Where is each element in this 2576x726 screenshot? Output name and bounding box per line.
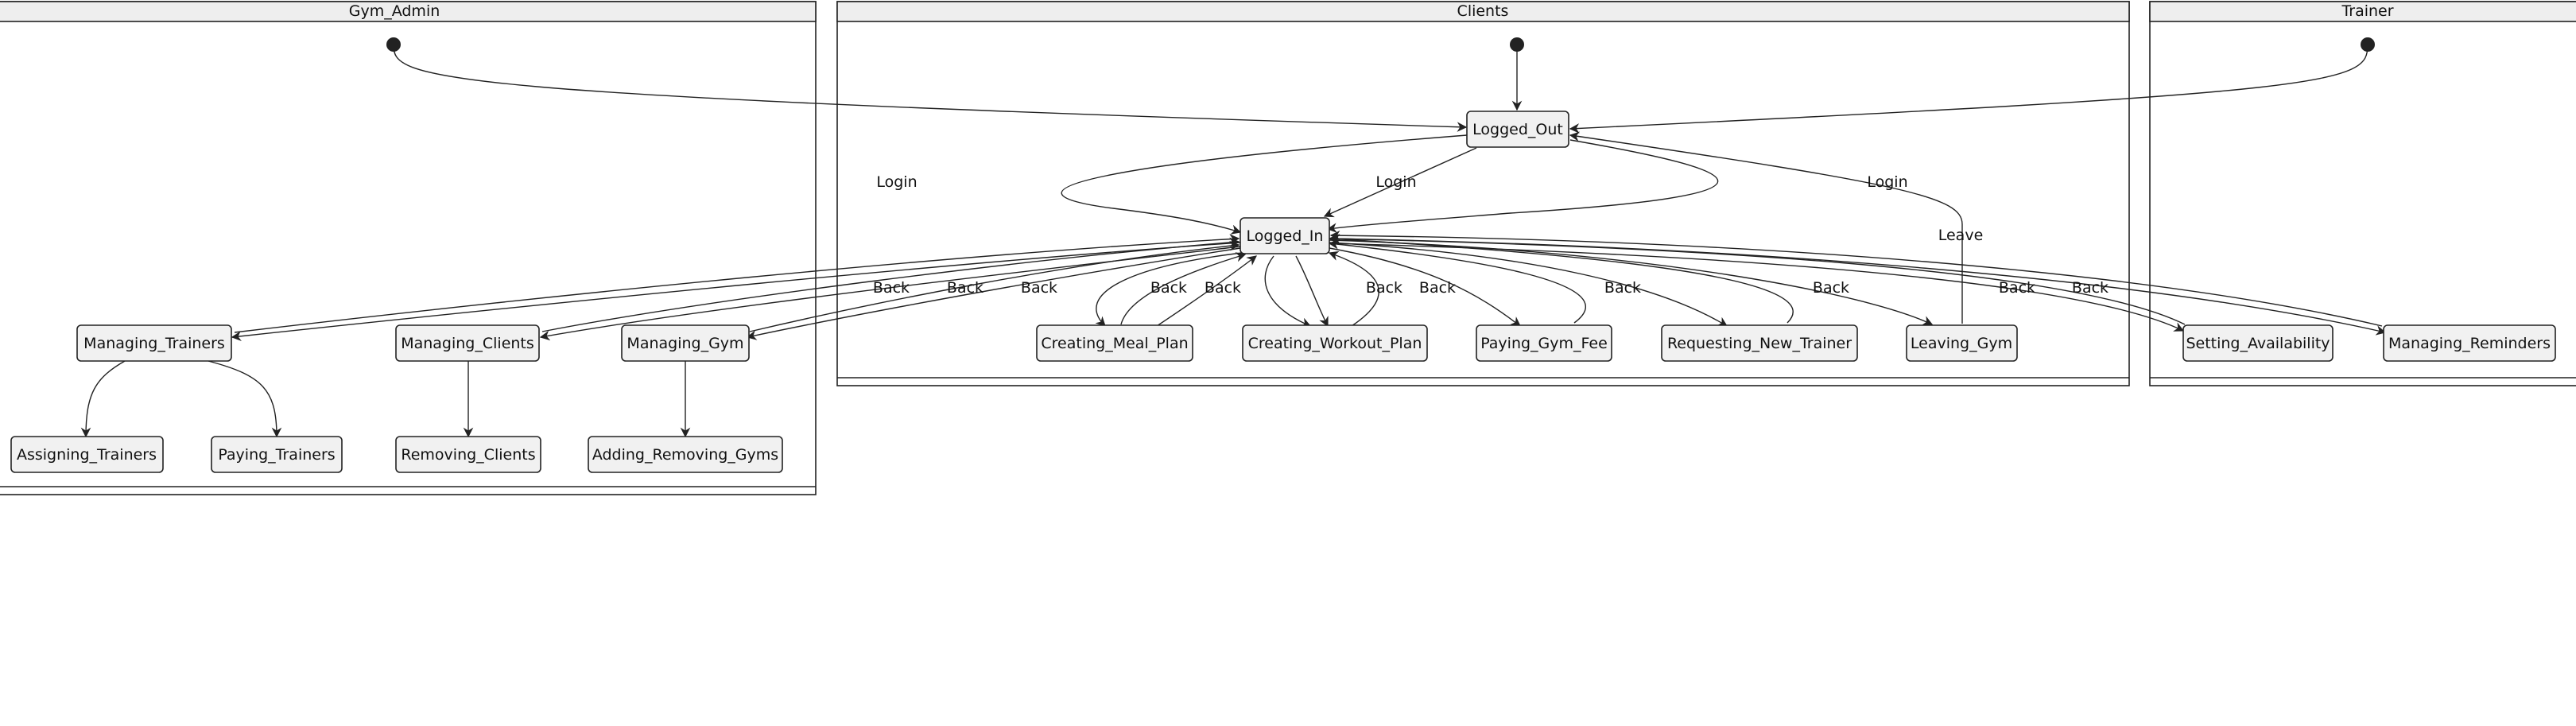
state-label: Paying_Trainers bbox=[218, 446, 335, 464]
edge-leave bbox=[1569, 131, 1963, 324]
edge-label-back-clients: Back bbox=[947, 279, 983, 297]
edge-admin-start-to-logged-out bbox=[393, 44, 1468, 132]
state-label: Adding_Removing_Gyms bbox=[592, 446, 778, 464]
edge-managing-trainers-to-assigning bbox=[80, 360, 126, 438]
state-label: Managing_Trainers bbox=[83, 335, 225, 352]
edge-li-to-managing-reminders bbox=[1329, 238, 2387, 336]
edge-label-back-workout: Back bbox=[1366, 279, 1402, 297]
state-managing-trainers[interactable]: Managing_Trainers bbox=[76, 324, 232, 362]
state-paying-gym-fee[interactable]: Paying_Gym_Fee bbox=[1476, 324, 1612, 362]
state-label: Managing_Gym bbox=[627, 335, 743, 352]
state-managing-gym[interactable]: Managing_Gym bbox=[621, 324, 750, 362]
edge-li-to-managing-clients bbox=[539, 246, 1241, 341]
edge-login-right bbox=[1326, 139, 1719, 233]
edge-managing-reminders-back bbox=[1329, 230, 2383, 327]
frame-gym-admin: Gym_Admin bbox=[0, 1, 817, 495]
edge-meal-plan-back-1 bbox=[1120, 252, 1247, 325]
edge-label-back-availability: Back bbox=[1999, 279, 2035, 297]
state-label: Paying_Gym_Fee bbox=[1480, 335, 1608, 352]
edge-li-to-meal-plan bbox=[1095, 252, 1243, 327]
state-creating-workout-plan[interactable]: Creating_Workout_Plan bbox=[1242, 324, 1428, 362]
state-label: Creating_Meal_Plan bbox=[1041, 335, 1188, 352]
edge-li-to-leaving bbox=[1329, 239, 1934, 325]
edge-li-to-paying-fee bbox=[1329, 247, 1521, 327]
edge-label-login-center: Login bbox=[1375, 173, 1416, 191]
edge-workout-back bbox=[1328, 250, 1379, 327]
state-removing-clients[interactable]: Removing_Clients bbox=[395, 436, 541, 473]
edge-label-back-meal-1: Back bbox=[1150, 279, 1187, 297]
edge-label-back-meal-2: Back bbox=[1205, 279, 1241, 297]
state-label: Setting_Availability bbox=[2186, 335, 2330, 352]
edge-trainer-start-to-logged-out bbox=[1569, 44, 2368, 134]
state-leaving-gym[interactable]: Leaving_Gym bbox=[1906, 324, 2018, 362]
state-label: Managing_Clients bbox=[401, 335, 534, 352]
edge-login-left bbox=[1061, 134, 1468, 235]
state-paying-trainers[interactable]: Paying_Trainers bbox=[211, 436, 343, 473]
frame-title-clients: Clients bbox=[1457, 2, 1509, 20]
edge-li-to-managing-gym bbox=[746, 247, 1241, 340]
frame-clients: Clients bbox=[836, 1, 2130, 386]
edge-meal-plan-back-2 bbox=[1156, 255, 1257, 327]
edge-label-back-requesting: Back bbox=[1604, 279, 1641, 297]
edge-label-back-reminders: Back bbox=[2072, 279, 2109, 297]
state-logged-out[interactable]: Logged_Out bbox=[1466, 111, 1569, 148]
state-managing-clients[interactable]: Managing_Clients bbox=[395, 324, 540, 362]
state-label: Assigning_Trainers bbox=[17, 446, 157, 464]
state-logged-in[interactable]: Logged_In bbox=[1240, 217, 1330, 254]
state-label: Requesting_New_Trainer bbox=[1667, 335, 1852, 352]
initial-state-clients bbox=[1510, 37, 1524, 52]
state-label: Logged_Out bbox=[1472, 121, 1563, 138]
state-label: Managing_Reminders bbox=[2388, 335, 2551, 352]
frame-title-gym-admin: Gym_Admin bbox=[349, 2, 440, 20]
edge-li-to-workout-2 bbox=[1295, 255, 1329, 328]
state-assigning-trainers[interactable]: Assigning_Trainers bbox=[10, 436, 164, 473]
edge-managing-trainers-back bbox=[234, 234, 1240, 333]
state-requesting-new-trainer[interactable]: Requesting_New_Trainer bbox=[1661, 324, 1858, 362]
edge-requesting-back bbox=[1328, 234, 1794, 324]
state-managing-reminders[interactable]: Managing_Reminders bbox=[2383, 324, 2556, 362]
edge-managing-gym-back bbox=[749, 240, 1240, 332]
edge-li-to-managing-trainers bbox=[231, 242, 1241, 342]
edge-li-to-workout-1 bbox=[1264, 255, 1312, 328]
state-label: Removing_Clients bbox=[401, 446, 535, 464]
edge-managing-clients-back bbox=[541, 237, 1240, 332]
edge-label-back-leaving: Back bbox=[1813, 279, 1849, 297]
edge-label-login-right: Login bbox=[1867, 173, 1907, 191]
edge-label-back-paying-fee: Back bbox=[1419, 279, 1456, 297]
state-adding-removing-gyms[interactable]: Adding_Removing_Gyms bbox=[588, 436, 783, 473]
state-label: Logged_In bbox=[1247, 227, 1324, 245]
initial-state-gym-admin bbox=[386, 37, 401, 52]
state-label: Leaving_Gym bbox=[1911, 335, 2012, 352]
edge-label-back-trainers: Back bbox=[873, 279, 910, 297]
state-setting-availability[interactable]: Setting_Availability bbox=[2182, 324, 2334, 362]
edge-labels: Login Login Login Leave Back Back Back B… bbox=[873, 173, 2109, 297]
edge-paying-fee-back bbox=[1328, 239, 1587, 324]
edge-managing-trainers-to-paying bbox=[208, 360, 282, 438]
edge-li-to-setting-availability bbox=[1329, 243, 2185, 332]
edge-login-center bbox=[1323, 147, 1477, 218]
initial-state-trainer bbox=[2361, 37, 2375, 52]
edge-label-login-left: Login bbox=[876, 173, 917, 191]
state-creating-meal-plan[interactable]: Creating_Meal_Plan bbox=[1036, 324, 1193, 362]
edge-label-back-gym: Back bbox=[1021, 279, 1057, 297]
edges bbox=[80, 44, 2387, 438]
edge-li-to-requesting bbox=[1329, 242, 1728, 327]
state-label: Creating_Workout_Plan bbox=[1248, 335, 1422, 352]
frame-title-trainer: Trainer bbox=[2341, 2, 2393, 20]
edge-label-leave: Leave bbox=[1938, 227, 1984, 244]
